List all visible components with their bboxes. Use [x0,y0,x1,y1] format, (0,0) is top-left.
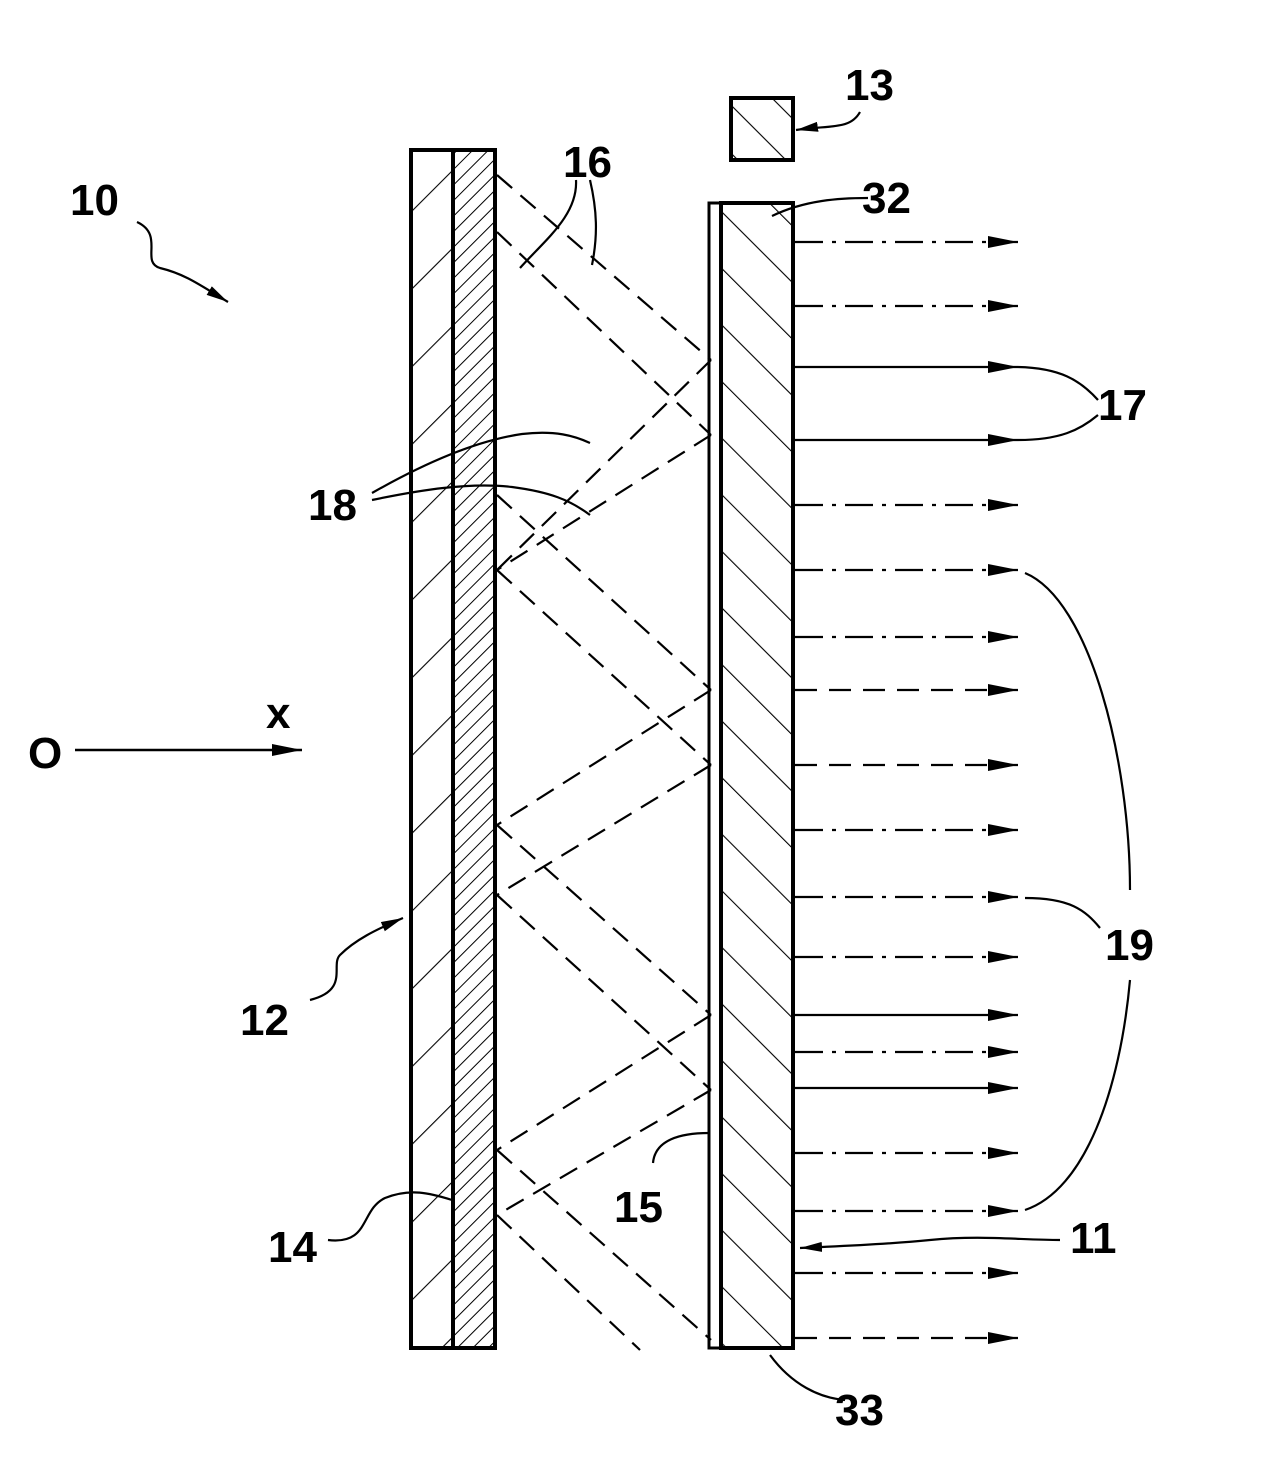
ray-segment [497,570,711,765]
label-14: 14 [268,1223,317,1272]
label-18: 18 [308,481,357,530]
output-arrows [795,242,1018,1338]
ray-segment [497,175,711,360]
ray-segment [497,690,711,825]
label-33: 33 [835,1386,884,1435]
ray-segment [497,895,711,1090]
internal-rays [497,175,711,1350]
label-12: 12 [240,996,289,1045]
ray-segment [497,825,711,1015]
light-guide-plate [721,203,793,1348]
leader-16a [520,180,576,268]
leader-17a [1018,367,1098,400]
ray-segment [497,495,711,690]
leader-15 [653,1133,709,1163]
leader-19b [1025,898,1100,928]
ray-segment [497,360,711,570]
ray-segment [497,765,711,895]
label-origin: O [28,729,62,778]
leader-13 [796,112,860,130]
panel-substrate [411,150,453,1348]
left-panel [411,150,495,1348]
ray-segment [497,1090,711,1215]
leader-19a [1025,573,1130,890]
leader-19c [1025,980,1130,1210]
reference-labels: 10 13 16 32 17 18 O x 19 12 15 14 11 33 [28,61,1154,1435]
leader-12 [310,918,403,1000]
ray-segment [497,1215,640,1350]
reflective-layer [453,150,495,1348]
leader-16b [590,180,596,265]
ray-segment [497,435,711,570]
leader-10 [137,222,228,302]
leader-33 [770,1355,845,1400]
label-17: 17 [1098,381,1147,430]
right-plate [709,203,793,1348]
label-x: x [266,689,291,738]
light-source [731,98,793,160]
ray-segment [497,1015,711,1150]
label-16: 16 [563,138,612,187]
leader-11 [800,1238,1060,1248]
leader-17b [1018,415,1098,440]
label-19: 19 [1105,921,1154,970]
label-10: 10 [70,176,119,225]
label-11: 11 [1070,1214,1117,1263]
ray-segment [497,232,711,435]
label-32: 32 [862,174,911,223]
label-15: 15 [614,1183,663,1232]
label-13: 13 [845,61,894,110]
